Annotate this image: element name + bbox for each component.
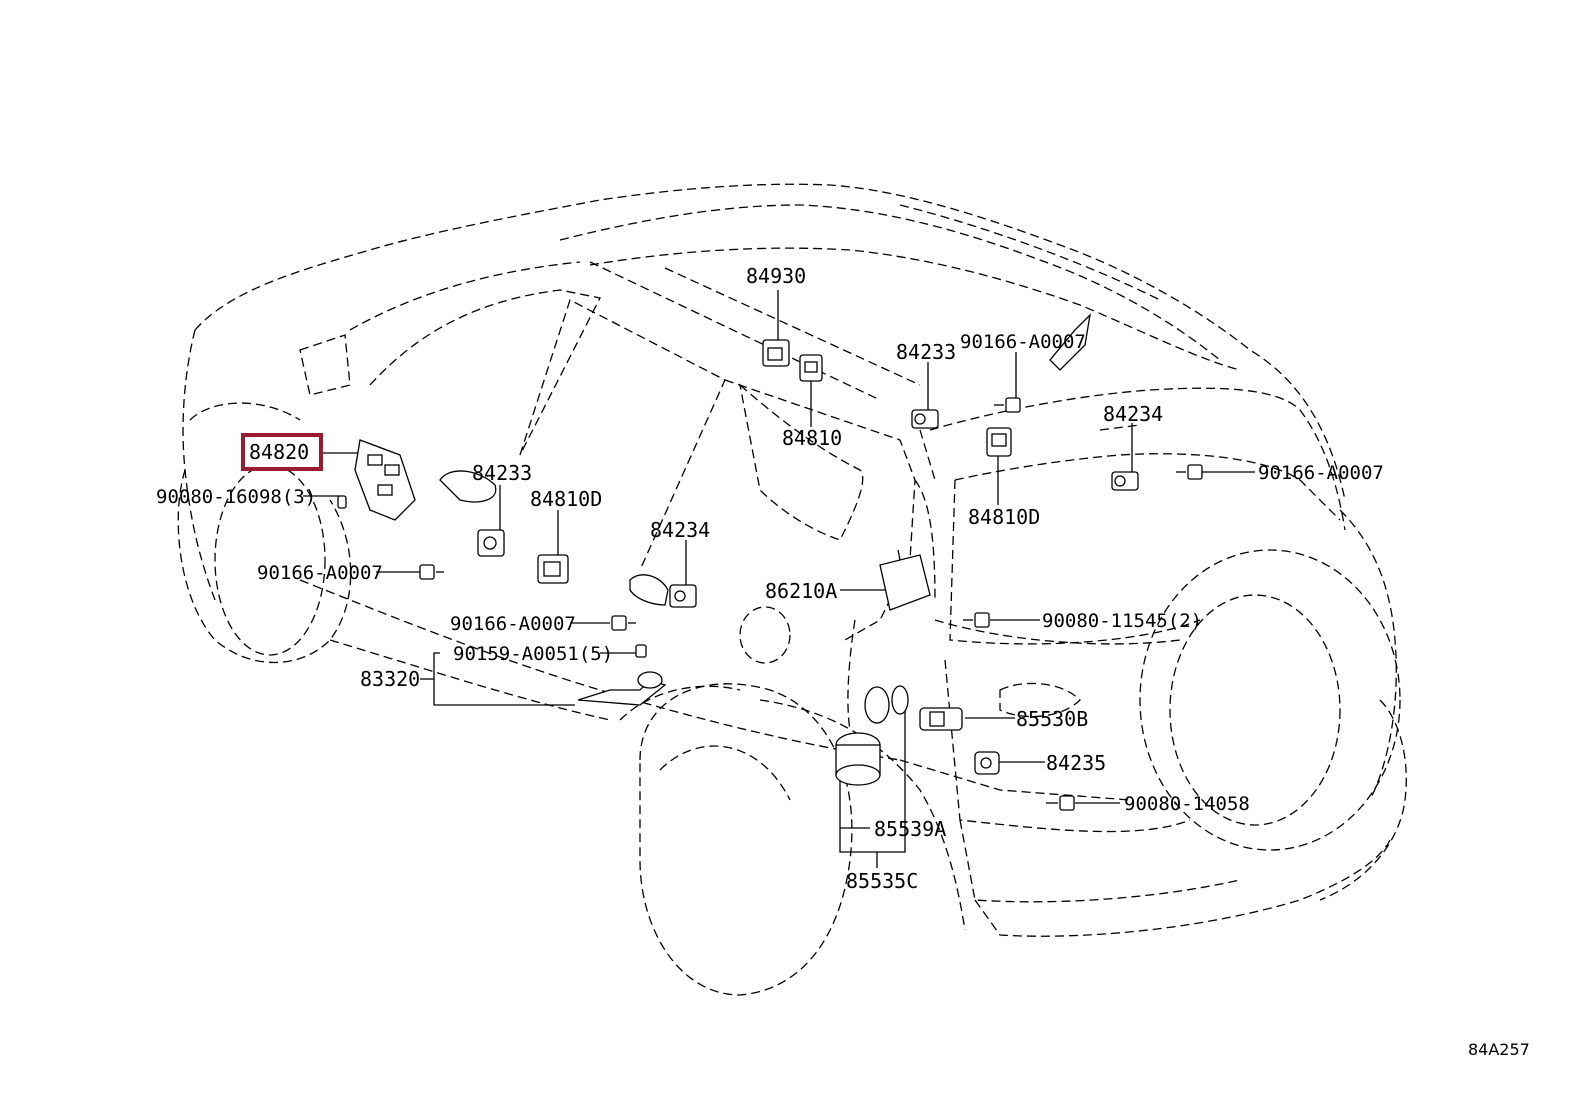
- switch-84234-glyph: [1111, 471, 1139, 491]
- switch-84234-mid-glyph: [669, 584, 697, 608]
- connector-84810D-glyph: [986, 427, 1012, 457]
- highlighted-part-box[interactable]: [241, 433, 323, 471]
- part-label-84234-mid[interactable]: 84234: [650, 518, 711, 542]
- part-label-86210A[interactable]: 86210A: [765, 579, 838, 603]
- part-label-85530B[interactable]: 85530B: [1016, 707, 1089, 731]
- part-label-90166-d[interactable]: 90166-A0007: [450, 613, 576, 635]
- bolt-icon: [994, 397, 1021, 413]
- bolt-icon: [1046, 795, 1075, 811]
- socket-85530B-glyph: [919, 707, 963, 731]
- part-label-84233-top[interactable]: 84233: [896, 340, 957, 364]
- part-label-84810D-left[interactable]: 84810D: [530, 487, 603, 511]
- bolt-icon: [963, 612, 990, 628]
- bolt-icon: [419, 564, 444, 580]
- antenna-glyph: [1049, 313, 1091, 371]
- part-label-84820[interactable]: 84820: [249, 440, 310, 464]
- part-label-84810D-right[interactable]: 84810D: [968, 505, 1041, 529]
- part-label-90080-11545[interactable]: 90080-11545(2): [1042, 610, 1203, 632]
- switch-84233-glyph: [911, 409, 939, 429]
- vehicle-outline: [177, 183, 1407, 996]
- connector-84930-glyph: [762, 339, 790, 367]
- master-switch-84820-glyph: [354, 439, 416, 521]
- power-outlet-glyph: [835, 732, 881, 786]
- cover-mid-glyph: [629, 574, 669, 606]
- diagram-reference-code: 84A257: [1468, 1040, 1530, 1059]
- part-label-90080-16098[interactable]: 90080-16098(3): [156, 486, 317, 508]
- cover-glyph: [439, 470, 497, 503]
- part-label-90080-14058[interactable]: 90080-14058: [1124, 793, 1250, 815]
- part-label-85535C[interactable]: 85535C: [846, 869, 919, 893]
- bolt-icon: [611, 615, 636, 631]
- module-86210A-glyph: [879, 549, 931, 611]
- switch-84233-left-glyph: [477, 529, 505, 557]
- part-label-90166-a[interactable]: 90166-A0007: [960, 331, 1086, 353]
- fuel-lid-opener-glyph: [577, 671, 667, 706]
- part-label-84234-right[interactable]: 84234: [1103, 402, 1164, 426]
- bolt-icon: [635, 644, 647, 658]
- part-label-85539A[interactable]: 85539A: [874, 817, 947, 841]
- connector-84810D-left-glyph: [537, 554, 569, 584]
- screw-icon: [337, 495, 347, 509]
- part-label-90166-c[interactable]: 90166-A0007: [257, 562, 383, 584]
- bolt-icon: [1176, 464, 1203, 480]
- part-label-84810[interactable]: 84810: [782, 426, 843, 450]
- outlet-cap-glyph: [864, 685, 909, 724]
- component-glyphs: [337, 313, 1203, 811]
- part-label-90166-b[interactable]: 90166-A0007: [1258, 462, 1384, 484]
- part-label-84235[interactable]: 84235: [1046, 751, 1107, 775]
- part-label-84930[interactable]: 84930: [746, 264, 807, 288]
- part-label-83320[interactable]: 83320: [360, 667, 421, 691]
- leader-lines: [303, 290, 1255, 868]
- part-label-90159[interactable]: 90159-A0051(5): [453, 643, 614, 665]
- spiral-cable-glyph: [799, 354, 823, 382]
- switch-84235-glyph: [974, 751, 1000, 775]
- part-label-84233-left[interactable]: 84233: [472, 461, 533, 485]
